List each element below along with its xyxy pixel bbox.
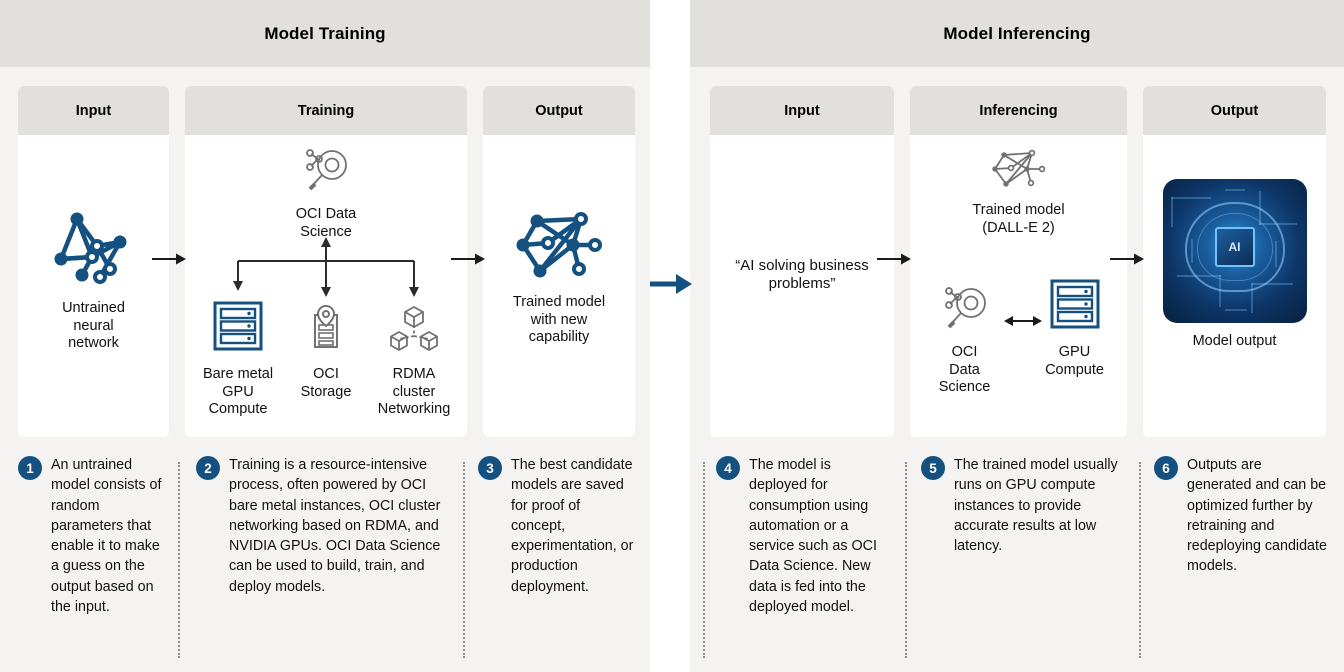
trained-model-dalle-icon	[988, 147, 1050, 196]
note-text: The model is deployed for consumption us…	[749, 457, 877, 616]
oci-data-science-label: OCI Data Science	[938, 344, 991, 396]
column-header-inferencing-inferencing: Inferencing	[910, 86, 1127, 135]
bare-metal-gpu-compute-icon	[209, 297, 267, 360]
note-item: 3 The best candidate models are saved fo…	[478, 455, 636, 597]
gpu-compute-label: GPU Compute	[1045, 344, 1104, 378]
column-inferencing-output: Output AI	[1143, 86, 1326, 437]
panel-title-model-training: Model Training	[0, 0, 650, 67]
note-divider	[905, 462, 907, 658]
untrained-neural-network-icon	[48, 207, 140, 294]
brain-outline	[1184, 201, 1285, 292]
note-divider	[703, 462, 705, 658]
prompt-text: “AI solving business problems”	[735, 257, 869, 293]
column-training-output: Output	[483, 86, 635, 437]
arrow-training-to-output-icon	[451, 249, 485, 269]
trained-model-neural-network-icon	[509, 207, 609, 288]
oci-storage-label: OCI Storage	[300, 366, 352, 400]
arrow-input-to-training-icon	[152, 249, 186, 269]
oci-data-science-icon	[937, 283, 993, 338]
arrow-input-to-inferencing-icon	[877, 249, 911, 269]
note-divider	[463, 462, 465, 658]
column-header-inferencing-input: Input	[710, 86, 894, 135]
note-item: 5 The trained model usually runs on GPU …	[921, 455, 1133, 556]
column-body-inferencing-input: “AI solving business problems”	[710, 135, 894, 437]
column-training-input: Input	[18, 86, 169, 437]
note-item: 2 Training is a resource-intensive proce…	[196, 455, 454, 597]
bare-metal-gpu-compute-label: Bare metal GPU Compute	[202, 366, 274, 418]
notes-row: 1 An untrained model consists of random …	[0, 455, 1344, 665]
note-divider	[1139, 462, 1141, 658]
note-item: 6 Outputs are generated and can be optim…	[1154, 455, 1329, 577]
trained-model-dalle-label: Trained model (DALL-E 2)	[972, 202, 1065, 236]
note-badge: 2	[196, 456, 220, 480]
ai-chip: AI	[1214, 226, 1255, 267]
note-divider	[178, 462, 180, 658]
note-item: 1 An untrained model consists of random …	[18, 455, 170, 617]
arrow-training-to-inferencing-icon	[650, 270, 692, 298]
untrained-neural-network-label: Untrained neural network	[62, 300, 125, 352]
model-output-label: Model output	[1192, 333, 1277, 349]
rdma-cluster-networking-icon	[386, 303, 442, 360]
column-body-training-output: Trained model with new capability	[483, 135, 635, 437]
column-body-training-training: OCI Data Science	[185, 135, 467, 437]
column-header-training-output: Output	[483, 86, 635, 135]
gpu-compute-icon	[1046, 275, 1104, 338]
note-item: 4 The model is deployed for consumption …	[716, 455, 891, 617]
column-body-inferencing-output: AI Model output	[1143, 135, 1326, 437]
column-inferencing-inferencing: Inferencing	[910, 86, 1127, 437]
note-badge: 6	[1154, 456, 1178, 480]
note-text: The best candidate models are saved for …	[511, 457, 634, 595]
oci-data-science-label: OCI Data Science	[295, 206, 357, 240]
rdma-cluster-networking-label: RDMA cluster Networking	[377, 366, 451, 418]
column-header-inferencing-output: Output	[1143, 86, 1326, 135]
oci-data-science-icon	[298, 145, 354, 200]
column-header-training-input: Input	[18, 86, 169, 135]
note-text: An untrained model consists of random pa…	[51, 457, 162, 616]
panel-title-model-inferencing: Model Inferencing	[690, 0, 1344, 67]
column-training-training: Training OCI Dat	[185, 86, 467, 437]
arrow-inferencing-to-output-icon	[1110, 249, 1144, 269]
column-header-training-training: Training	[185, 86, 467, 135]
note-badge: 4	[716, 456, 740, 480]
column-inferencing-input: Input “AI solving business problems”	[710, 86, 894, 437]
note-text: Outputs are generated and can be optimiz…	[1187, 457, 1327, 575]
note-text: The trained model usually runs on GPU co…	[954, 457, 1118, 555]
trained-model-label: Trained model with new capability	[512, 294, 606, 346]
note-badge: 1	[18, 456, 42, 480]
note-text: Training is a resource-intensive process…	[229, 457, 441, 595]
column-body-inferencing-inferencing: Trained model (DALL-E 2)	[910, 135, 1127, 437]
model-output-image: AI	[1162, 179, 1307, 323]
note-badge: 3	[478, 456, 502, 480]
column-body-training-input: Untrained neural network	[18, 135, 169, 437]
note-badge: 5	[921, 456, 945, 480]
oci-storage-icon	[304, 303, 348, 360]
